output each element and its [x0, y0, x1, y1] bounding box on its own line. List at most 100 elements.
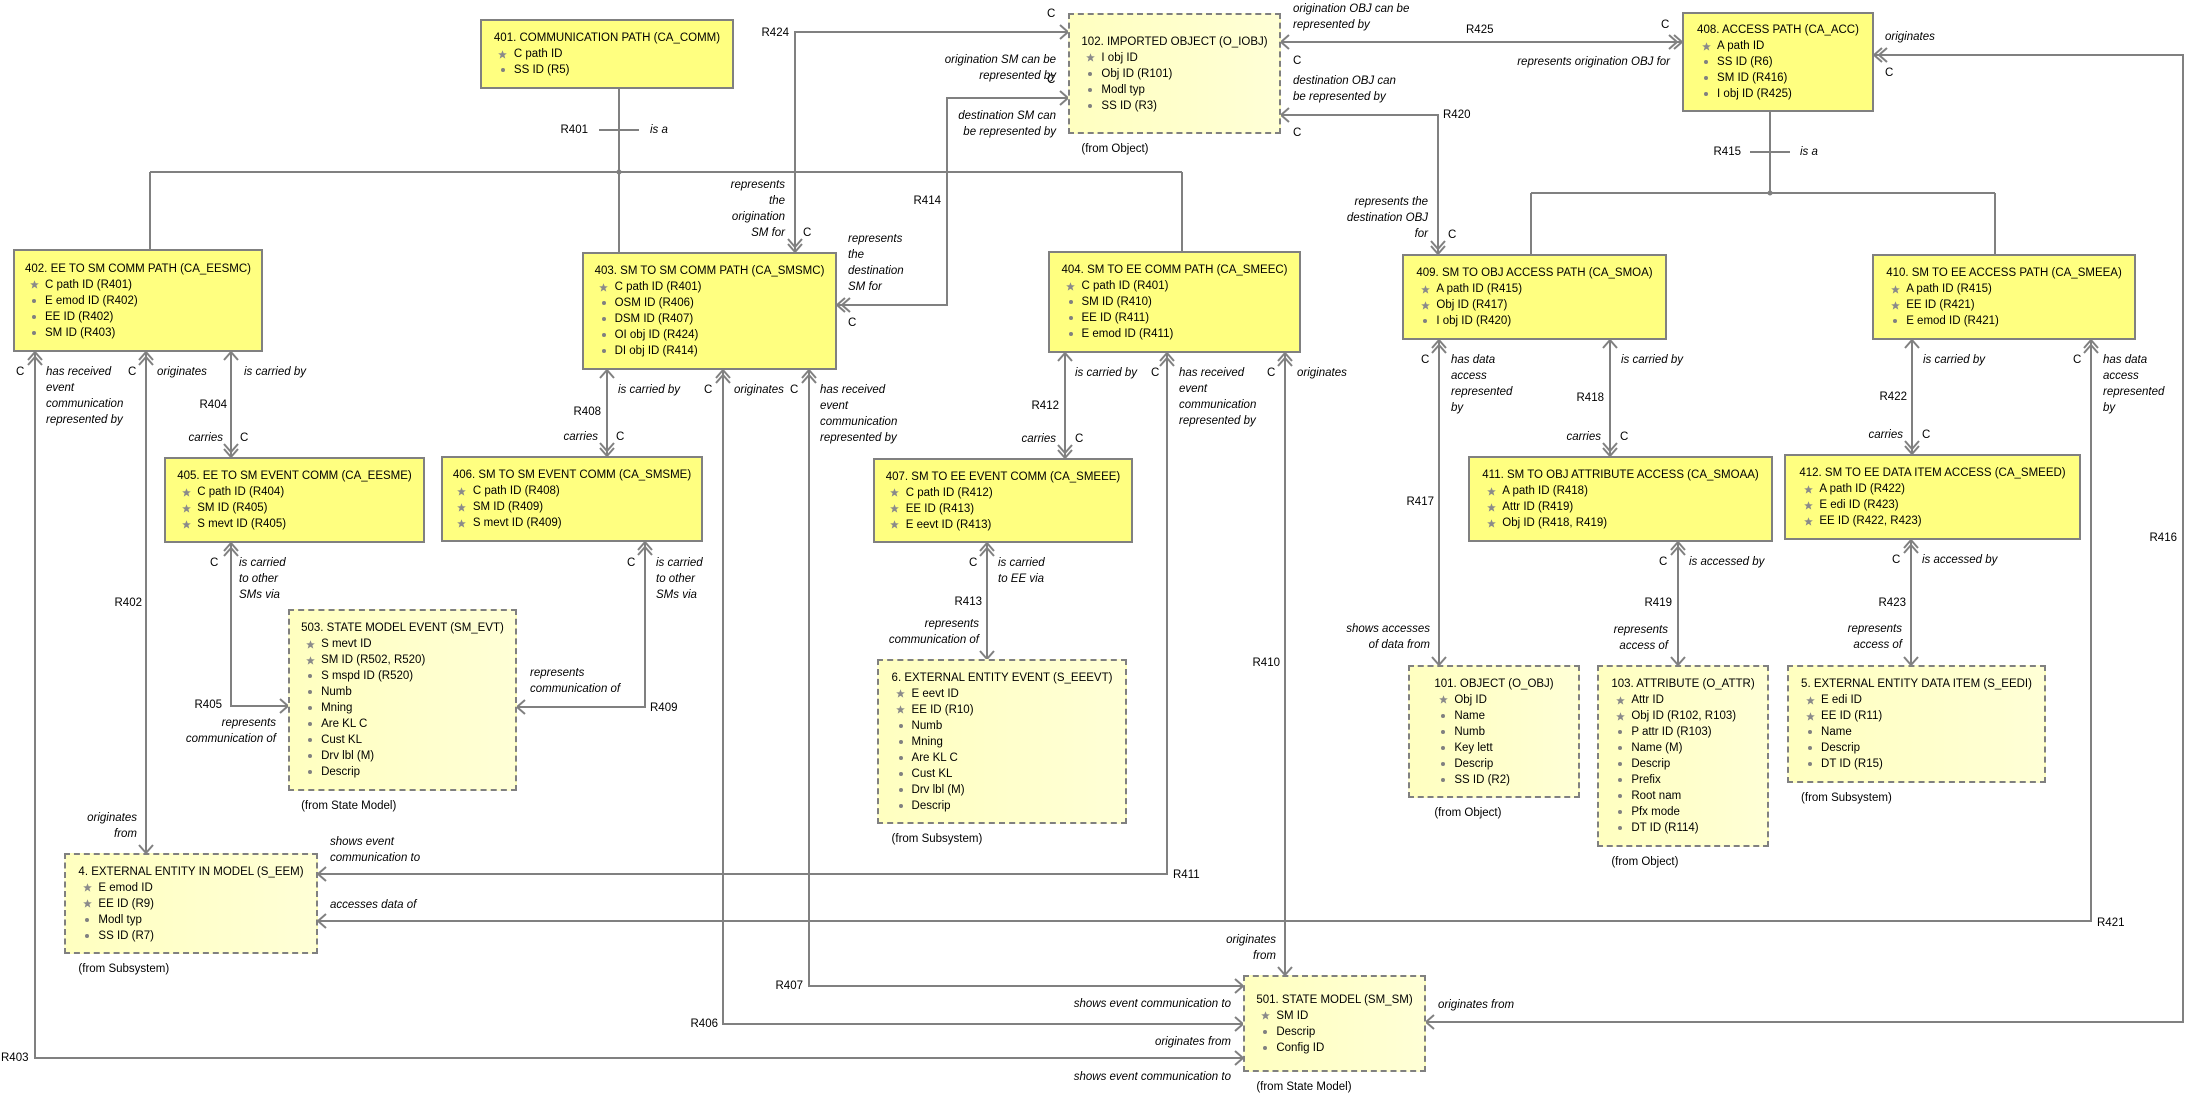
conditionality-R414-end1: C [1047, 74, 1056, 86]
attribute-row: Prefix [1611, 772, 1754, 788]
role-phrase-R408-end1: carries [563, 431, 598, 443]
attribute-name: Root nam [1631, 790, 1682, 802]
attribute-bullet-icon [1434, 708, 1452, 724]
many-arrowhead-icon [835, 297, 851, 313]
conditionality-R408-end1: C [616, 431, 625, 443]
role-phrase-R416-end1: originates from [1438, 999, 1515, 1011]
role-phrase-R416-end0: originates [1885, 31, 1935, 43]
attribute-bullet-icon [1611, 804, 1629, 820]
attribute-name: S mevt ID (R405) [197, 518, 287, 530]
many-arrowhead-icon [1670, 540, 1686, 556]
attribute-row: A path ID (R422) [1799, 481, 2065, 497]
one-arrowhead-icon [1424, 1014, 1435, 1030]
attribute-name: Descrip [321, 766, 361, 778]
relationship-R419-connector [1670, 540, 1686, 667]
relationship-R416-connector [1424, 47, 2184, 1030]
object-box-410: 410. SM TO EE ACCESS PATH (CA_SMEEA)A pa… [1872, 254, 2136, 340]
attribute-row: Drv lbl (M) [301, 748, 504, 764]
attribute-row: SM ID (R409) [453, 499, 691, 515]
role-phrase-R419-end1: represents access of [1613, 624, 1668, 652]
attribute-row: Mning [301, 700, 504, 716]
role-phrase-R411-end1: shows event communication to [330, 836, 421, 864]
attribute-row: A path ID (R418) [1482, 483, 1759, 499]
many-arrowhead-icon [1903, 538, 1919, 554]
attribute-bullet-icon [1062, 310, 1080, 326]
identifier-star-icon [453, 483, 471, 499]
attribute-name: C path ID (R412) [905, 486, 993, 499]
identifier-star-icon [1256, 1008, 1274, 1024]
attribute-bullet-icon [1081, 66, 1099, 82]
attribute-row: Are KL C [892, 750, 1113, 766]
attribute-row: E edi ID [1801, 692, 2032, 708]
relationship-label-R405: R405 [194, 699, 223, 711]
object-title: 406. SM TO SM EVENT COMM (CA_SMSME) [452, 469, 692, 481]
conditionality-R420-end1: C [1293, 127, 1302, 139]
attribute-name: SS ID (R2) [1454, 773, 1510, 786]
conditionality-R420-end0: C [1448, 229, 1457, 241]
attribute-row: S mevt ID (R409) [453, 515, 691, 531]
relationship-label-R408: R408 [573, 406, 602, 418]
object-title: 4. EXTERNAL ENTITY IN MODEL (S_EEM) [78, 865, 304, 878]
role-phrase-R422-end0: is carried by [1923, 354, 1985, 366]
attribute-bullet-icon [595, 311, 613, 327]
identifier-star-icon [453, 499, 471, 515]
attribute-name: DT ID (R114) [1631, 822, 1699, 834]
attribute-bullet-icon [25, 293, 43, 309]
relationship-label-R406: R406 [690, 1018, 719, 1030]
object-content: 403. SM TO SM COMM PATH (CA_SMSMC)C path… [595, 263, 825, 359]
identifier-star-icon [1801, 692, 1819, 708]
relationship-label-R424: R424 [761, 27, 790, 39]
attribute-row: E emod ID (R411) [1062, 326, 1288, 342]
role-phrase-R407-end1: shows event communication to [1073, 998, 1231, 1010]
object-title: 404. SM TO EE COMM PATH (CA_SMEEC) [1061, 264, 1288, 276]
conditionality-R411-end0: C [1151, 367, 1160, 379]
relationship-R408-connector [599, 368, 615, 458]
role-phrase-R403-end0: has received event communication represe… [46, 366, 124, 426]
attribute-name: EE ID (R413) [905, 502, 975, 515]
object-title: 6. EXTERNAL ENTITY EVENT (S_EEEVT) [891, 671, 1113, 684]
role-phrase-R412-end1: carries [1021, 433, 1056, 445]
attribute-row: E eevt ID (R413) [886, 517, 1121, 533]
object-source-label: (from Subsystem) [78, 963, 170, 975]
attribute-name: DI obj ID (R414) [614, 345, 698, 357]
identifier-star-icon [886, 501, 904, 517]
object-source-label: (from Object) [1611, 856, 1679, 868]
attribute-bullet-icon [1801, 756, 1819, 772]
identifier-star-icon [1886, 281, 1904, 297]
object-title: 102. IMPORTED OBJECT (O_IOBJ) [1081, 35, 1268, 48]
identifier-star-icon [1081, 50, 1099, 66]
attribute-row: DT ID (R114) [1611, 820, 1754, 836]
conditionality-R425-end1: C [1293, 55, 1302, 67]
attribute-name: SM ID (R409) [472, 501, 544, 513]
attribute-name: Obj ID (R417) [1436, 299, 1508, 311]
object-content: 404. SM TO EE COMM PATH (CA_SMEEC)C path… [1062, 262, 1288, 342]
attribute-name: Drv lbl (M) [321, 750, 375, 762]
attribute-row: P attr ID (R103) [1611, 724, 1754, 740]
role-phrase-R404-end0: is carried by [244, 366, 306, 378]
attribute-name: E emod ID (R402) [45, 294, 138, 307]
attribute-row: C path ID (R408) [453, 483, 691, 499]
relationship-R420-connector [1279, 107, 1446, 256]
attribute-row: EE ID (R411) [1062, 310, 1288, 326]
subtype-junction-dot [1767, 190, 1773, 196]
many-arrowhead-icon [1277, 351, 1293, 367]
attribute-row: Descrip [1256, 1024, 1412, 1040]
object-title: 501. STATE MODEL (SM_SM) [1256, 993, 1413, 1006]
identifier-star-icon [595, 279, 613, 295]
attribute-row: Key lett [1434, 740, 1553, 756]
attribute-row: C path ID (R401) [25, 277, 251, 293]
identifier-star-icon [892, 702, 910, 718]
attribute-row: OSM ID (R406) [595, 295, 825, 311]
conditionality-R425-end0: C [1661, 19, 1670, 31]
attribute-row: SM ID [1256, 1008, 1412, 1024]
object-content: 401. COMMUNICATION PATH (CA_COMM)C path … [494, 30, 720, 78]
one-arrowhead-icon [599, 368, 615, 379]
attribute-row: E edi ID (R423) [1799, 497, 2065, 513]
relationship-label-R411: R411 [1173, 869, 1200, 881]
attribute-row: Drv lbl (M) [892, 782, 1113, 798]
role-phrase-R420-end1: destination OBJ can be represented by [1293, 75, 1396, 103]
attribute-row: SS ID (R2) [1434, 772, 1553, 788]
object-box-407: 407. SM TO EE EVENT COMM (CA_SMEEE)C pat… [873, 458, 1133, 543]
